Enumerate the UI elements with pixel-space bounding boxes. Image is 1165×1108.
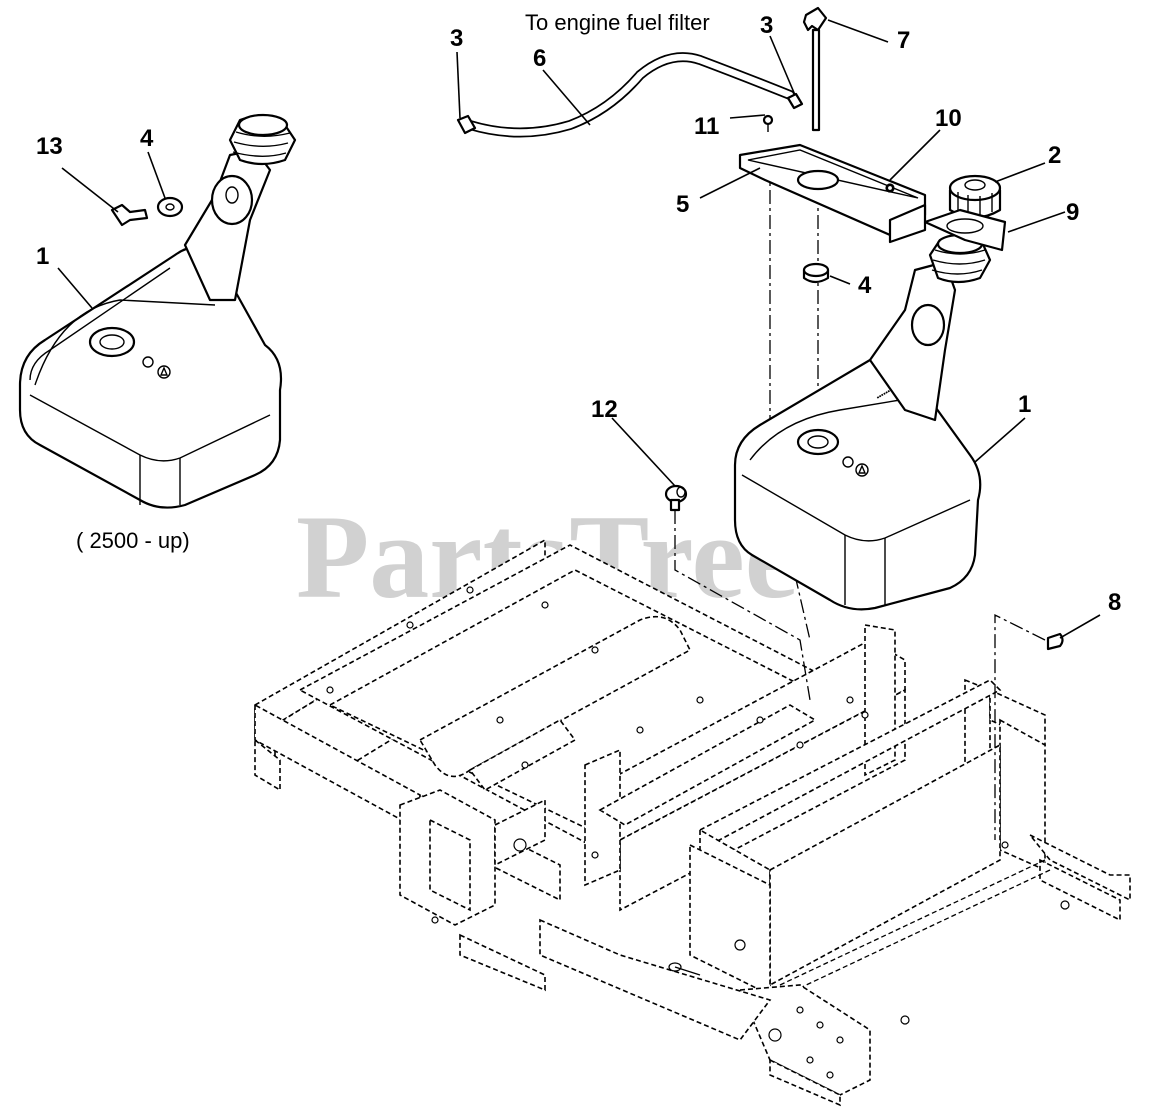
grommet-right	[802, 262, 830, 284]
callout-6-fuel-line: 6	[533, 45, 546, 72]
fuel-pickup	[802, 6, 828, 132]
callout-2-fuel-cap: 2	[1048, 142, 1061, 169]
callout-12-fitting: 12	[591, 396, 618, 423]
screw-11	[762, 114, 774, 132]
callout-10-nut: 10	[935, 105, 962, 132]
pin-8	[1046, 632, 1064, 651]
fitting-13	[110, 203, 149, 227]
tank-bracket	[738, 143, 927, 244]
callout-7-pickup: 7	[897, 27, 910, 54]
fuel-line-destination-note: To engine fuel filter	[525, 10, 710, 35]
callout-8-pin: 8	[1108, 589, 1121, 616]
grommet-left	[156, 196, 184, 218]
callout-13-fitting: 13	[36, 133, 63, 160]
callout-4-grommet-right: 4	[858, 272, 872, 299]
fuel-line	[465, 52, 795, 138]
mower-frame	[254, 538, 1131, 1107]
fuel-tank-left	[18, 113, 297, 509]
callouts: 1 1 2 3 3 4 4 5 6 7 8 9 10 11 12 13	[36, 12, 1121, 616]
callout-5-bracket: 5	[676, 191, 689, 218]
hose-clamp-right	[786, 92, 804, 110]
callout-4-grommet-left: 4	[140, 125, 154, 152]
callout-3-clamp-left: 3	[450, 25, 463, 52]
callout-1-right-tank: 1	[1018, 391, 1031, 418]
fitting-12	[664, 484, 688, 512]
fuel-tank-right: ▪▪▪▪▪▪▪	[733, 233, 992, 611]
callout-11-screw: 11	[694, 113, 719, 140]
callout-3-clamp-right: 3	[760, 12, 773, 39]
hose-clamp-left	[456, 114, 477, 135]
leader-lines	[57, 19, 1101, 639]
callout-9-gasket: 9	[1066, 199, 1079, 226]
cap-gasket	[923, 208, 1007, 252]
frame-holes	[326, 586, 1070, 1079]
nut-10	[885, 183, 895, 193]
alternate-tank-note: ( 2500 - up)	[76, 528, 190, 553]
callout-1-left-tank: 1	[36, 243, 49, 270]
